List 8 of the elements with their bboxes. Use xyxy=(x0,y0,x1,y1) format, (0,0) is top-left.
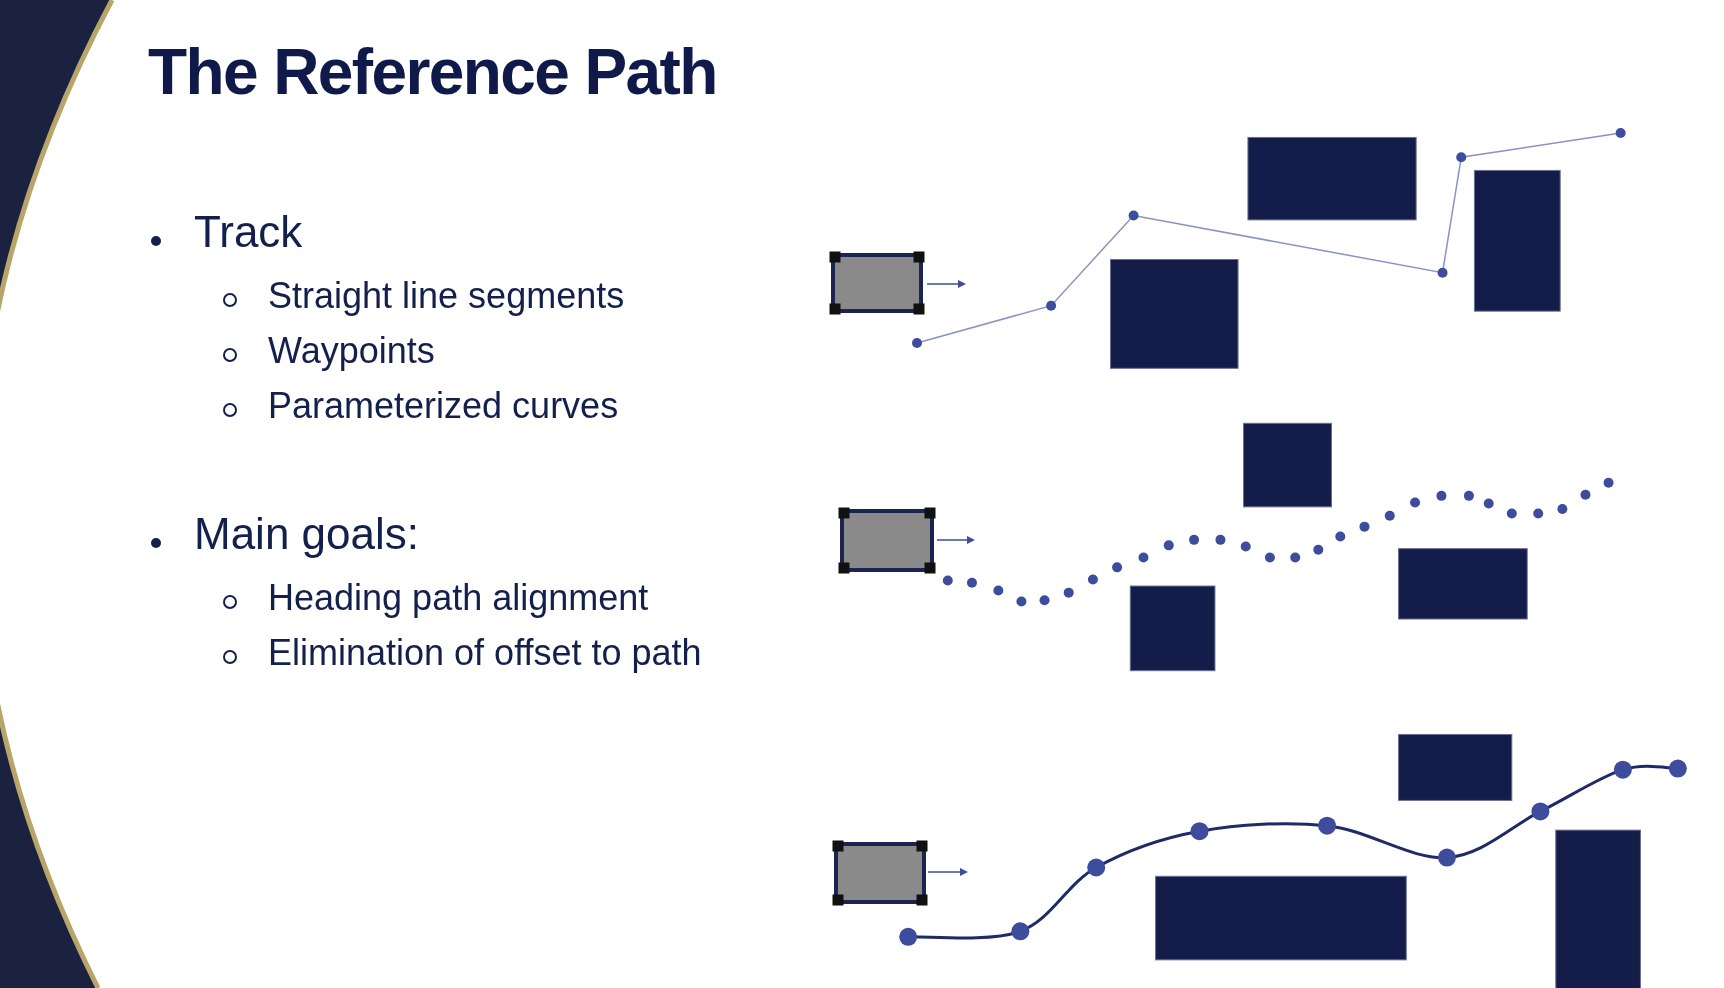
slide-title: The Reference Path xyxy=(148,40,717,104)
bullet-text: Main goals: xyxy=(194,512,419,556)
sub-bullet-text: Elimination of offset to path xyxy=(268,635,702,671)
bullet-text: Track xyxy=(194,210,303,254)
sub-bullet-text: Waypoints xyxy=(268,333,435,369)
sub-bullet-text: Heading path alignment xyxy=(268,580,649,616)
sub-bullet-text: Parameterized curves xyxy=(268,388,619,424)
sub-bullet-text: Straight line segments xyxy=(268,278,625,314)
